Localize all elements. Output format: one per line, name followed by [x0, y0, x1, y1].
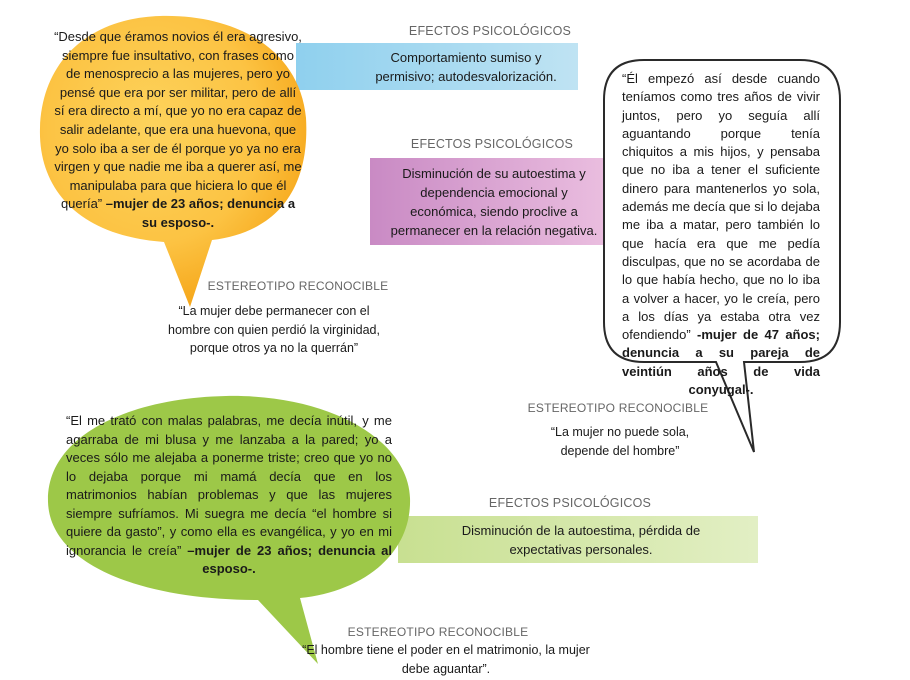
stereotype-text-3: “El hombre tiene el poder en el matrimon…	[302, 643, 590, 676]
effects-text-1: Comportamiento sumiso y permisivo; autod…	[375, 49, 557, 84]
quote-case-2: “Él empezó así desde cuando teníamos com…	[622, 70, 820, 399]
effects-box-2-bg	[370, 158, 612, 245]
attribution-2: -mujer de 47 años; denuncia a su pareja …	[622, 327, 820, 398]
effects-box-1-bg	[296, 43, 578, 90]
quote-text-1: “Desde que éramos novios él era agresivo…	[54, 29, 302, 212]
speech-bubble-orange	[39, 15, 307, 308]
effects-box-3-bg	[398, 516, 758, 563]
attribution-1: –mujer de 23 años; denuncia a su esposo-…	[105, 196, 296, 230]
quote-text-3: “El me trató con malas palabras, me decí…	[66, 413, 392, 558]
stereotype-heading-3: ESTEREOTIPO RECONOCIBLE	[347, 625, 529, 639]
stereotype-heading-2: ESTEREOTIPO RECONOCIBLE	[527, 401, 709, 415]
quote-text-2: “Él empezó así desde cuando teníamos com…	[622, 71, 821, 343]
attribution-3: –mujer de 23 años; denuncia al esposo-.	[187, 542, 392, 577]
stereotype-text-1: “La mujer debe permanecer con el hombre …	[168, 304, 380, 355]
quote-case-1: “Desde que éramos novios él era agresivo…	[54, 28, 302, 233]
effects-heading-1: EFECTOS PSICOLÓGICOS	[408, 24, 572, 38]
quote-case-3: “El me trató con malas palabras, me decí…	[66, 412, 392, 579]
effects-text-2: Disminución de su autoestima y dependenc…	[390, 165, 598, 238]
effects-heading-2: EFECTOS PSICOLÓGICOS	[410, 137, 574, 151]
effects-text-3: Disminución de la autoestima, pérdida de…	[461, 522, 701, 557]
speech-bubble-green	[47, 395, 411, 664]
speech-bubble-white	[603, 59, 841, 453]
effects-heading-3: EFECTOS PSICOLÓGICOS	[488, 496, 652, 510]
stereotype-text-2: “La mujer no puede sola, depende del hom…	[550, 425, 690, 458]
stereotype-heading-1: ESTEREOTIPO RECONOCIBLE	[207, 279, 389, 293]
